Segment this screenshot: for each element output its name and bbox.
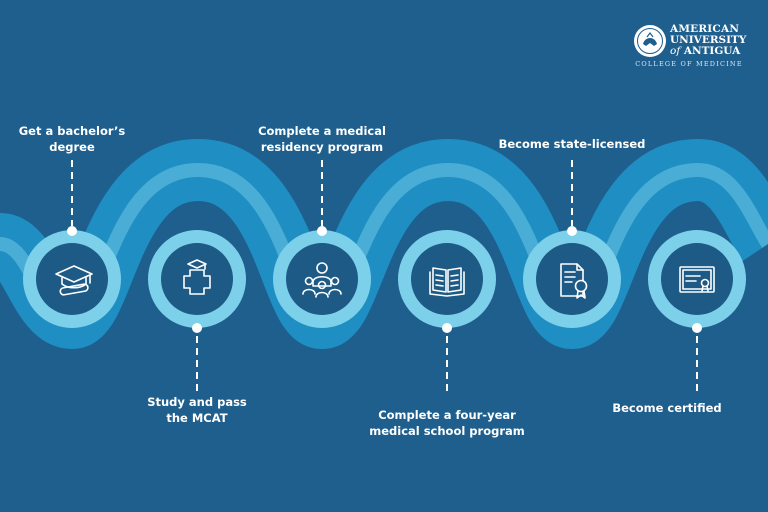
connector-2-dot (192, 323, 202, 333)
license-document-icon (560, 263, 588, 299)
step-5-label: Become state-licensed (498, 137, 646, 151)
doctor-with-team-icon (302, 262, 342, 298)
connector-dots (67, 226, 702, 333)
node-4 (398, 230, 496, 328)
brand-subtitle: COLLEGE OF MEDICINE (635, 60, 743, 68)
node-5 (523, 230, 621, 328)
certificate-icon (679, 266, 715, 293)
node-1 (23, 230, 121, 328)
connector-4-dot (442, 323, 452, 333)
brand-line-2: UNIVERSITY (670, 34, 747, 46)
node-6 (648, 230, 746, 328)
brand-line-1: AMERICAN (670, 23, 740, 35)
connector-6-dot (692, 323, 702, 333)
medical-cross-cap-icon (183, 259, 211, 295)
open-book-icon (429, 267, 465, 297)
connector-3-dot (317, 226, 327, 236)
connectors (71, 160, 698, 392)
node-2 (148, 230, 246, 328)
brand-wordmark: AMERICAN UNIVERSITY of ANTIGUA (670, 24, 746, 57)
university-logo: AMERICAN UNIVERSITY of ANTIGUA COLLEGE O… (633, 22, 746, 70)
university-seal-icon (634, 25, 666, 57)
connector-5-dot (567, 226, 577, 236)
graduation-cap-diploma-icon (55, 265, 93, 296)
connector-1-dot (67, 226, 77, 236)
node-3 (273, 230, 371, 328)
brand-line-3: of ANTIGUA (670, 45, 741, 57)
step-6-label: Become certified (612, 401, 722, 415)
